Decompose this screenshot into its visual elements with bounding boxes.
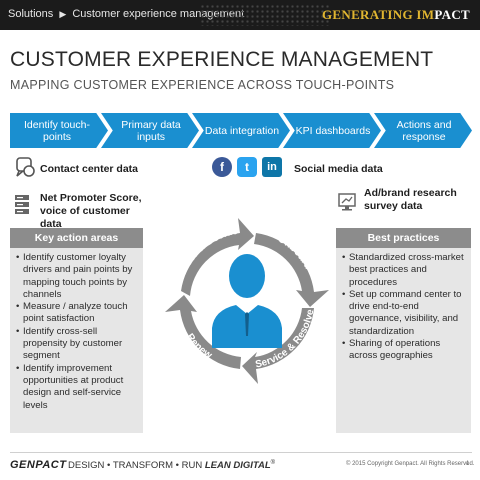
linkedin-icon: in xyxy=(262,157,282,177)
page-number: 1 xyxy=(466,461,470,467)
brand-tagline-part2: PACT xyxy=(434,7,470,22)
cycle-ring xyxy=(165,218,329,384)
list-item: Sharing of operations across geographies xyxy=(342,338,467,363)
tagline-text: DESIGN • TRANSFORM • RUN xyxy=(68,460,203,472)
process-step-actions-and-response: Actions and response xyxy=(374,113,472,148)
key-action-areas-title: Key action areas xyxy=(10,228,143,248)
brand-tagline: GENERATING IMPACT xyxy=(322,7,470,23)
key-action-areas-panel: Key action areas Identify customer loyal… xyxy=(10,228,143,433)
footer-divider xyxy=(10,452,472,453)
list-item: Identify improvement opportunities at pr… xyxy=(16,363,139,412)
best-practices-list: Standardized cross-market best practices… xyxy=(336,248,471,363)
cycle-segment-service xyxy=(242,308,314,384)
process-step-data-integration: Data integration xyxy=(192,113,290,148)
key-action-list: Identify customer loyalty drivers and pa… xyxy=(10,248,143,412)
list-item: Measure / analyze touch point satisfacti… xyxy=(16,301,139,326)
contact-center-label: Contact center data xyxy=(40,163,139,175)
process-step-kpi-dashboards: KPI dashboards xyxy=(283,113,381,148)
list-item: Set up command center to drive end-to-en… xyxy=(342,289,467,338)
brand-tagline-part1: GENERATING IM xyxy=(322,7,435,22)
dot-pattern-decoration xyxy=(200,4,330,26)
tagline-lean-digital: LEAN DIGITAL xyxy=(204,460,271,472)
process-flow: Identify touch-points Primary data input… xyxy=(10,113,472,148)
nps-label: Net Promoter Score, voice of customer da… xyxy=(40,192,142,230)
cycle-segment-onboard xyxy=(254,233,329,307)
cycle-segment-renew xyxy=(165,295,241,369)
process-step-identify-touch-points: Identify touch-points xyxy=(10,113,108,148)
best-practices-title: Best practices xyxy=(336,228,471,248)
list-item: Identify customer loyalty drivers and pa… xyxy=(16,252,139,301)
list-item: Identify cross-sell propensity by custom… xyxy=(16,326,139,363)
database-icon xyxy=(15,195,29,214)
breadcrumb-root[interactable]: Solutions xyxy=(8,8,54,20)
tagline-registered-mark: ® xyxy=(270,460,276,466)
footer-tagline: DESIGN • TRANSFORM • RUN LEAN DIGITAL® xyxy=(68,460,275,471)
customer-lifecycle-cycle: Discover & Decide Onboard Service & Reso… xyxy=(165,218,329,384)
facebook-icon: f xyxy=(212,157,232,177)
breadcrumb-separator-icon: ▶ xyxy=(59,9,67,19)
list-item: Standardized cross-market best practices… xyxy=(342,252,467,289)
page-title: CUSTOMER EXPERIENCE MANAGEMENT xyxy=(10,48,434,71)
research-survey-label: Ad/brand research survey data xyxy=(364,187,457,212)
genpact-logo: GENPACT xyxy=(10,459,67,471)
page-subtitle: MAPPING CUSTOMER EXPERIENCE ACROSS TOUCH… xyxy=(10,78,395,92)
cycle-segment-discover xyxy=(181,218,254,296)
social-media-label: Social media data xyxy=(294,163,383,175)
best-practices-panel: Best practices Standardized cross-market… xyxy=(336,228,471,433)
process-step-primary-data-inputs: Primary data inputs xyxy=(101,113,199,148)
customer-person-icon xyxy=(212,254,282,348)
copyright-notice: © 2015 Copyright Genpact. All Rights Res… xyxy=(346,461,475,467)
monitor-survey-icon xyxy=(338,193,356,211)
top-bar: Solutions ▶ Customer experience manageme… xyxy=(0,0,480,30)
twitter-icon: t xyxy=(237,157,257,177)
speech-bubble-icon xyxy=(16,157,35,177)
